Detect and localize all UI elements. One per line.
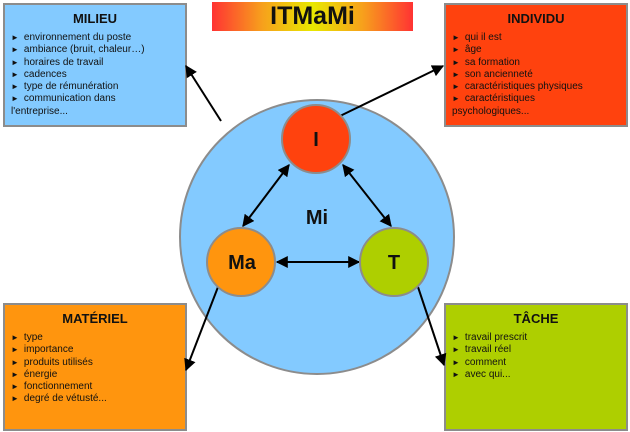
list-item: avec qui...	[452, 369, 620, 381]
tache-box-title: TÂCHE	[513, 311, 559, 326]
individu-node-label: I	[313, 129, 319, 151]
arrow-to-tache	[417, 286, 447, 367]
milieu-box-title: MILIEU	[72, 11, 118, 26]
list-item: caractéristiques	[452, 93, 620, 105]
list-item: ambiance (bruit, chaleur…)	[11, 44, 179, 56]
list-item: travail prescrit	[452, 332, 620, 344]
materiel-node-label: Ma	[228, 252, 257, 274]
materiel-box-title: MATÉRIEL	[62, 311, 128, 326]
list-item: type	[11, 332, 179, 344]
individu-list: qui il est âge sa formation son ancienne…	[452, 32, 620, 106]
tache-node-label: T	[388, 252, 400, 274]
list-item: travail réel	[452, 344, 620, 356]
diagram-title: ITMaMi	[212, 2, 413, 31]
arrow-to-milieu	[185, 64, 222, 122]
individu-box: INDIVIDU qui il est âge sa formation son…	[444, 3, 628, 127]
arrow-to-individu	[339, 65, 445, 117]
materiel-node	[206, 227, 276, 297]
arrow-i-ma	[242, 164, 290, 227]
list-item: type de rémunération	[11, 81, 179, 93]
milieu-list-tail: l'entreprise...	[11, 105, 68, 117]
list-item: sa formation	[452, 57, 620, 69]
tache-list: travail prescrit travail réel comment av…	[452, 332, 620, 381]
arrow-i-t	[342, 164, 392, 227]
tache-box: TÂCHE travail prescrit travail réel comm…	[444, 303, 628, 431]
list-item: communication dans	[11, 93, 179, 105]
individu-list-tail: psychologiques...	[452, 105, 530, 117]
list-item: produits utilisés	[11, 357, 179, 369]
materiel-box: MATÉRIEL type importance produits utilis…	[3, 303, 187, 431]
arrow-to-materiel	[184, 286, 219, 372]
list-item: caractéristiques physiques	[452, 81, 620, 93]
individu-box-title: INDIVIDU	[507, 11, 565, 26]
list-item: horaires de travail	[11, 57, 179, 69]
list-item: cadences	[11, 69, 179, 81]
milieu-list: environnement du poste ambiance (bruit, …	[11, 32, 179, 106]
tache-node	[359, 227, 429, 297]
list-item: âge	[452, 44, 620, 56]
list-item: degré de vétusté...	[11, 393, 179, 405]
milieu-center-label: Mi	[306, 207, 328, 229]
individu-node	[281, 104, 351, 174]
list-item: environnement du poste	[11, 32, 179, 44]
list-item: comment	[452, 357, 620, 369]
list-item: son ancienneté	[452, 69, 620, 81]
list-item: qui il est	[452, 32, 620, 44]
materiel-list: type importance produits utilisés énergi…	[11, 332, 179, 406]
list-item: fonctionnement	[11, 381, 179, 393]
list-item: énergie	[11, 369, 179, 381]
list-item: importance	[11, 344, 179, 356]
milieu-box: MILIEU environnement du poste ambiance (…	[3, 3, 187, 127]
